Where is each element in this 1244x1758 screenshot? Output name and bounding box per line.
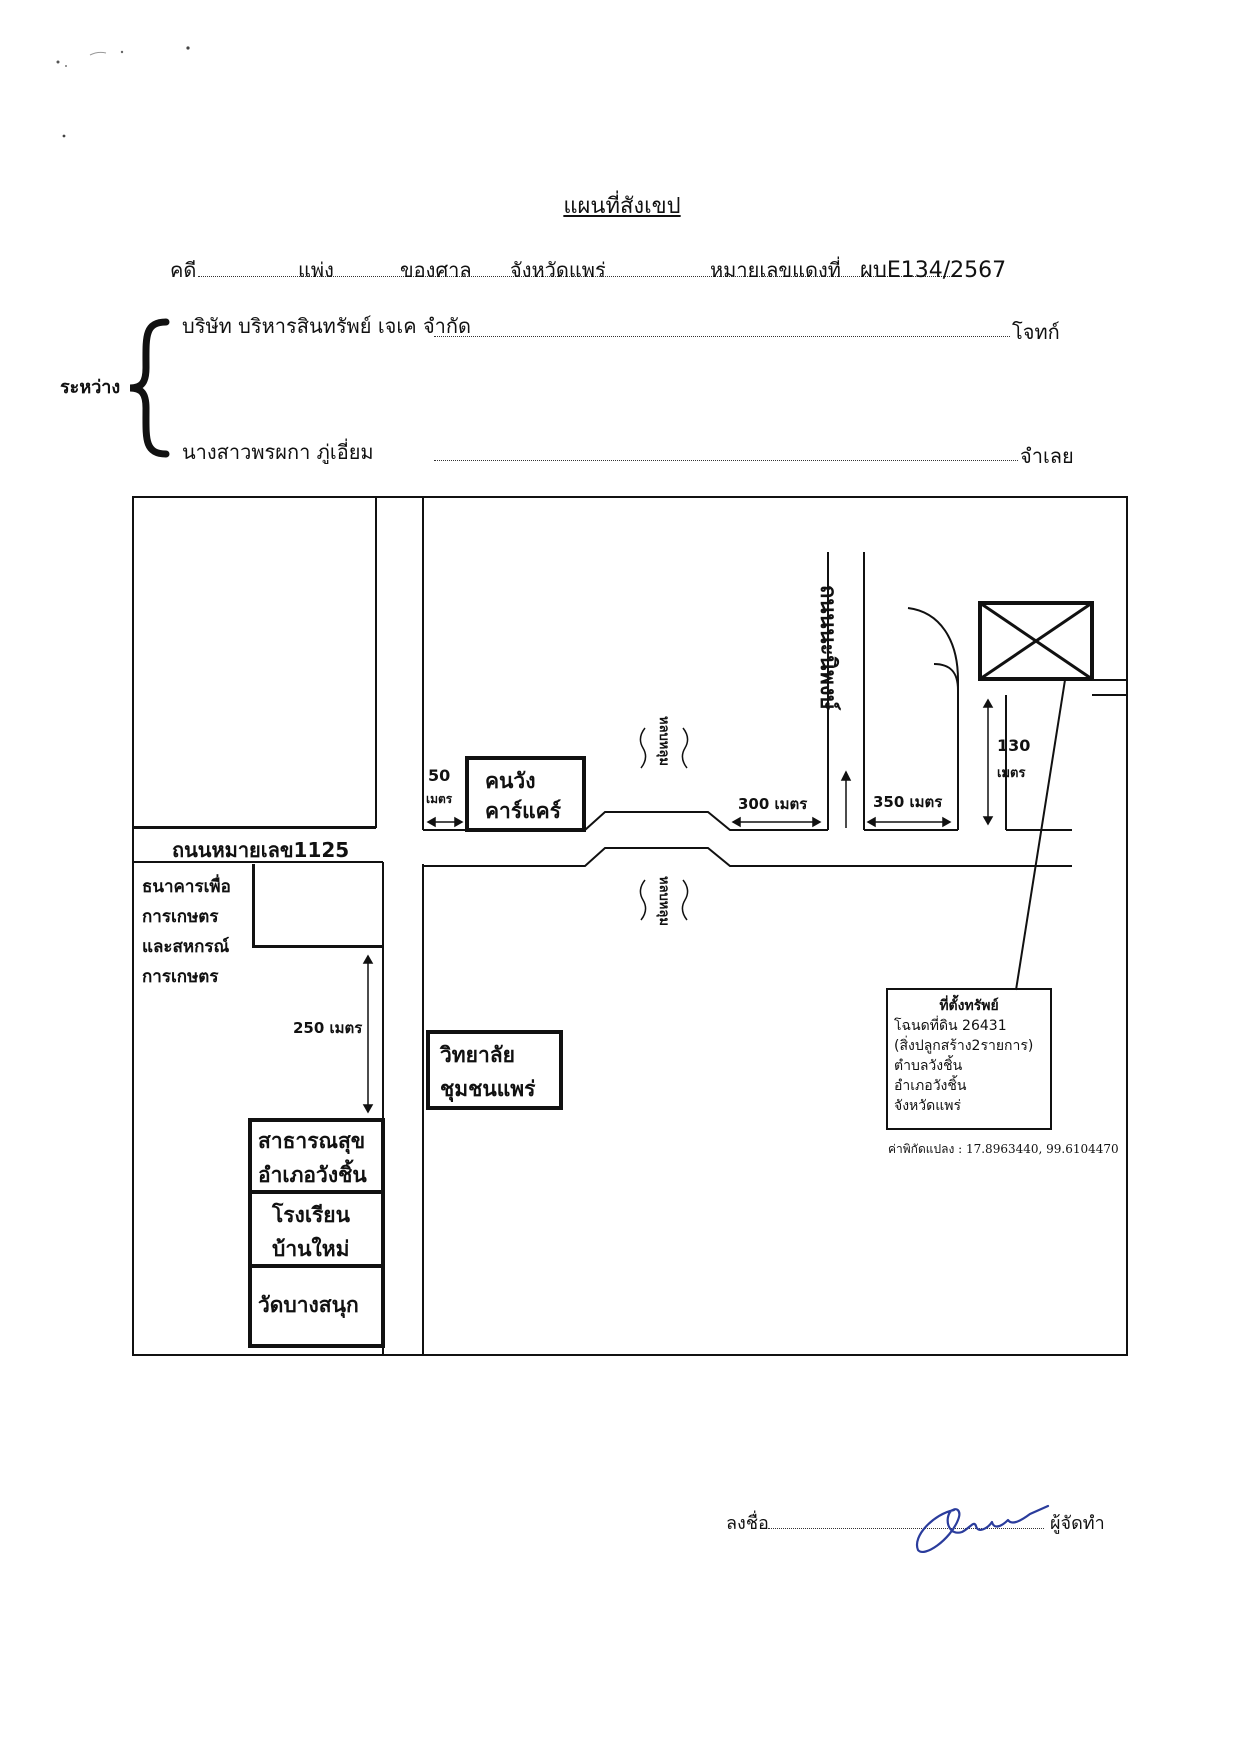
landmark-temple: วัดบางสนุก [248,1264,385,1348]
property-buildings: (สิ่งปลูกสร้าง2รายการ) [894,1038,1034,1054]
school-line1: โรงเรียน [272,1203,350,1227]
distance-350: 350 เมตร [873,793,943,811]
plaintiff-role: โจทก์ [1012,320,1060,344]
defendant-name: นางสาวพรผกา ภู่เอี่ยม [182,440,374,464]
court-label: ของศาล [400,258,472,282]
distance-50-number: 50 [428,766,451,785]
college-line1: วิทยาลัย [440,1043,515,1067]
handwritten-signature [915,1504,1050,1553]
bank-line-4: การเกษตร [142,967,219,987]
signature-role: ผู้จัดทำ [1050,1513,1105,1534]
health-line2: อำเภอวังชิ้น [258,1163,367,1187]
landmark-school: โรงเรียน บ้านใหม่ [248,1190,385,1268]
side-road-label: ถนนนะนิพงษ์ [815,585,840,711]
curly-brace [129,318,170,458]
signature-dotted-line [768,1528,1044,1529]
curve-label-south: หลบหลุม [656,876,671,926]
bank-line-1: ธนาคารเพื่อ [142,877,231,897]
plaintiff-name: บริษัท บริหารสินทรัพย์ เจเค จำกัด [182,314,471,338]
landmark-health-office: สาธารณสุข อำเภอวังชิ้น [248,1118,385,1194]
temple-label: วัดบางสนุก [258,1293,359,1317]
property-subdistrict: ตำบลวังชิ้น [894,1058,963,1074]
curve-label-north: หลบหลุม [656,716,671,766]
bank-line-3: และสหกรณ์ [142,937,230,957]
landmark-bank-text: ธนาคารเพื่อ การเกษตร และสหกรณ์ การเกษตร [142,872,231,992]
block-upper-left [132,496,377,828]
scan-specks [56,46,190,138]
court-name: จังหวัดแพร่ [510,258,606,282]
distance-50-unit: เมตร [426,792,453,806]
property-province: จังหวัดแพร่ [894,1098,961,1114]
property-info-box: ที่ตั้งทรัพย์ โฉนดที่ดิน 26431 (สิ่งปลูก… [886,988,1052,1130]
college-line2: ชุมชนแพร่ [440,1077,536,1101]
defendant-dotted-line [434,460,1018,461]
property-marker [978,601,1094,681]
case-label: คดี [170,258,197,282]
health-line1: สาธารณสุข [258,1129,366,1153]
distance-130-number: 130 [997,736,1031,755]
map-frame [132,496,1128,1356]
red-number: ผบE134/2567 [860,258,1007,283]
school-line2: บ้านใหม่ [272,1237,350,1261]
defendant-role: จำเลย [1020,444,1074,468]
distance-250: 250 เมตร [293,1019,363,1037]
property-deed: โฉนดที่ดิน 26431 [894,1018,1007,1034]
case-dotted-line [198,276,960,277]
document-title: แผนที่สังเขป [563,194,681,219]
case-type: แพ่ง [298,258,334,282]
red-number-label: หมายเลขแดงที่ [710,258,841,282]
landmark-bank-box [252,864,383,948]
bank-line-2: การเกษตร [142,907,219,927]
carcare-line1: คนวัง [485,769,536,793]
landmark-college: วิทยาลัย ชุมชนแพร่ [426,1030,563,1110]
distance-300: 300 เมตร [738,795,808,813]
signature-label: ลงชื่อ [726,1513,769,1534]
main-road-label: ถนนหมายเลข1125 [172,838,350,862]
between-label: ระหว่าง [60,377,121,398]
carcare-line2: คาร์แคร์ [485,799,561,823]
distance-130-unit: เมตร [997,766,1026,781]
plaintiff-dotted-line [434,336,1010,337]
property-info-title: ที่ตั้งทรัพย์ [939,998,999,1014]
property-district: อำเภอวังชิ้น [894,1078,967,1094]
property-coordinates: ค่าพิกัดแปลง : 17.8963440, 99.6104470 [888,1142,1119,1156]
landmark-carcare: คนวัง คาร์แคร์ [465,756,586,832]
